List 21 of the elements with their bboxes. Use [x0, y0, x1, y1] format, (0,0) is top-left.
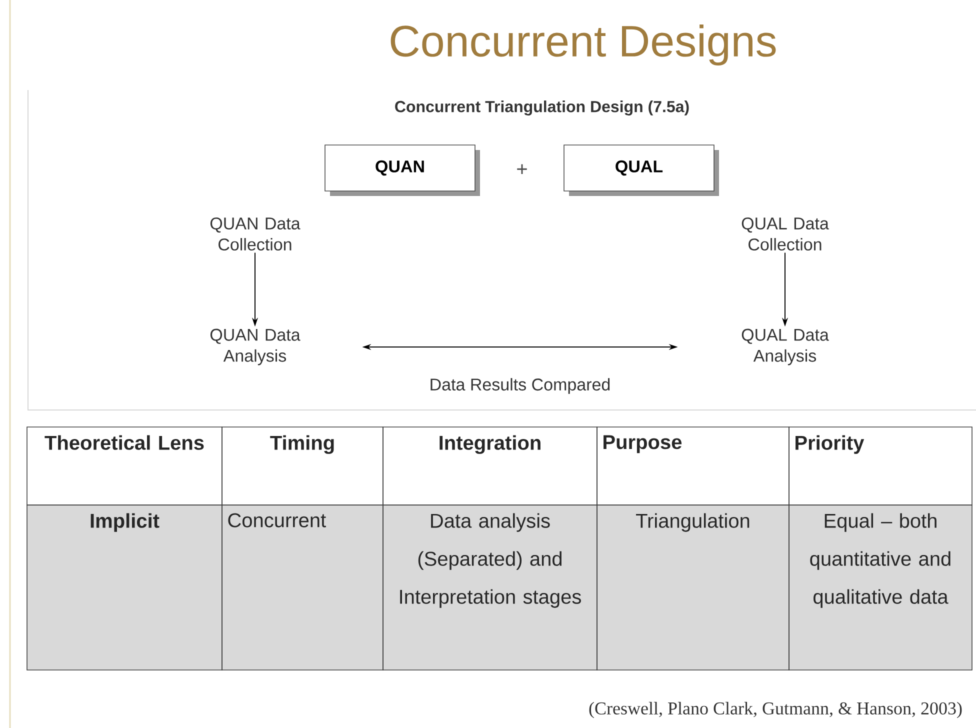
- table-cell: Triangulation: [596, 504, 790, 670]
- table-cell: Integration: [382, 426, 598, 506]
- step-label: QUAL Data Analysis: [742, 328, 829, 366]
- table-cell: Data analysis (Separated) and Interpretation stages: [382, 504, 598, 670]
- process-box: QUAL: [564, 144, 719, 196]
- step-label: QUAN Data Analysis: [210, 328, 300, 366]
- table-cell: Theoretical Lens: [26, 426, 222, 506]
- citation: (Creswell, Plano Clark, Gutmann, & Hanson, 2003): [589, 702, 962, 718]
- process-box: QUAN: [324, 144, 480, 196]
- diagram-heading: Concurrent Triangulation Design (7.5a): [395, 100, 689, 116]
- step-label: QUAL Data Collection: [742, 217, 829, 251]
- table-cell: Purpose: [596, 426, 790, 506]
- step-label: QUAN Data Collection: [210, 217, 300, 251]
- table-cell: Equal – both quantitative and qualitative data: [788, 504, 972, 670]
- table-cell: Priority: [788, 426, 972, 506]
- plus-sign: +: [517, 164, 527, 174]
- table-cell: Concurrent: [222, 504, 384, 670]
- edge-label: Data Results Compared: [430, 378, 610, 394]
- table-cell: Implicit: [26, 504, 222, 670]
- title: Concurrent Designs: [390, 24, 776, 66]
- table-cell: Timing: [222, 426, 384, 506]
